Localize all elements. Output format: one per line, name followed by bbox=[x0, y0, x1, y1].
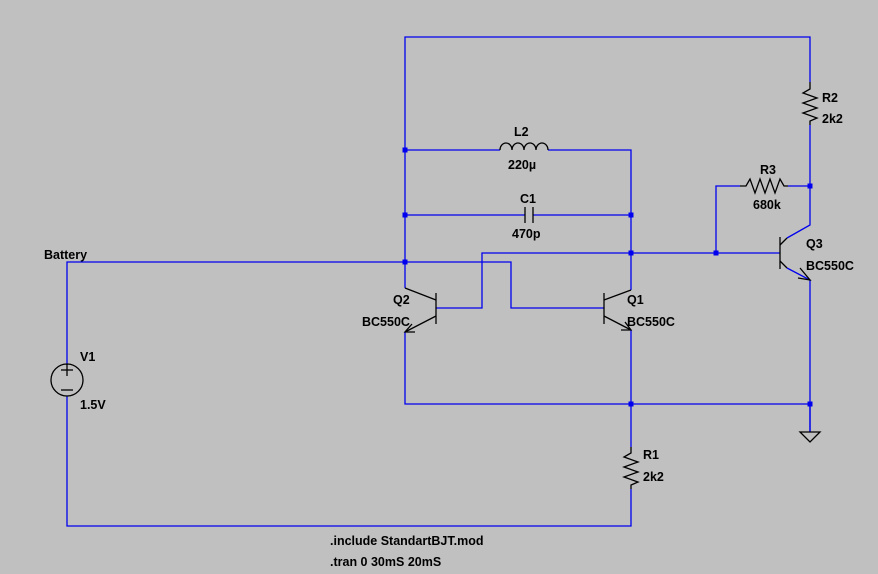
c1-name: C1 bbox=[520, 192, 536, 206]
wire-battery[interactable] bbox=[66, 261, 604, 365]
r2-name: R2 bbox=[822, 91, 838, 105]
q2-value: BC550C bbox=[362, 315, 410, 329]
l2-value: 220µ bbox=[508, 158, 536, 172]
r1-name: R1 bbox=[643, 448, 659, 462]
wire-cross-q2b[interactable] bbox=[436, 252, 631, 309]
capacitor-icon[interactable] bbox=[524, 207, 534, 223]
r2-value: 2k2 bbox=[822, 112, 843, 126]
wire-q3e[interactable] bbox=[786, 267, 811, 432]
resistor-icon[interactable] bbox=[801, 82, 819, 125]
l2-name: L2 bbox=[514, 125, 529, 139]
v1-name: V1 bbox=[80, 350, 95, 364]
resistor-icon[interactable] bbox=[622, 447, 640, 489]
q3-value: BC550C bbox=[806, 259, 854, 273]
q2-name: Q2 bbox=[393, 293, 410, 307]
resistor-icon[interactable] bbox=[740, 177, 788, 195]
r1-value: 2k2 bbox=[643, 470, 664, 484]
q3-name: Q3 bbox=[806, 237, 823, 251]
dc-voltage-source-icon[interactable] bbox=[50, 363, 84, 397]
wire-q1c-to-q3b[interactable] bbox=[630, 252, 780, 290]
spice-directive-tran[interactable]: .tran 0 30mS 20mS bbox=[330, 555, 441, 569]
wires bbox=[66, 36, 811, 527]
wire-l2-right[interactable] bbox=[548, 149, 632, 253]
r3-value: 680k bbox=[753, 198, 781, 212]
v1-value: 1.5V bbox=[80, 398, 106, 412]
inductor-icon[interactable] bbox=[499, 142, 549, 151]
wire-r3-left[interactable] bbox=[715, 185, 740, 253]
npn-transistor-icon[interactable] bbox=[403, 287, 437, 333]
spice-directive-include[interactable]: .include StandartBJT.mod bbox=[330, 534, 484, 548]
npn-transistor-icon[interactable] bbox=[779, 237, 812, 281]
junctions bbox=[402, 147, 813, 407]
q1-name: Q1 bbox=[627, 293, 644, 307]
wire-return[interactable] bbox=[66, 396, 632, 527]
ground-icon[interactable] bbox=[798, 404, 822, 443]
q1-value: BC550C bbox=[627, 315, 675, 329]
wire-q2e-rail[interactable] bbox=[404, 332, 810, 405]
wire-r2-q3c[interactable] bbox=[786, 125, 811, 239]
c1-value: 470p bbox=[512, 227, 541, 241]
net-label-battery: Battery bbox=[44, 248, 87, 262]
r3-name: R3 bbox=[760, 163, 776, 177]
npn-transistor-icon[interactable] bbox=[603, 289, 633, 331]
